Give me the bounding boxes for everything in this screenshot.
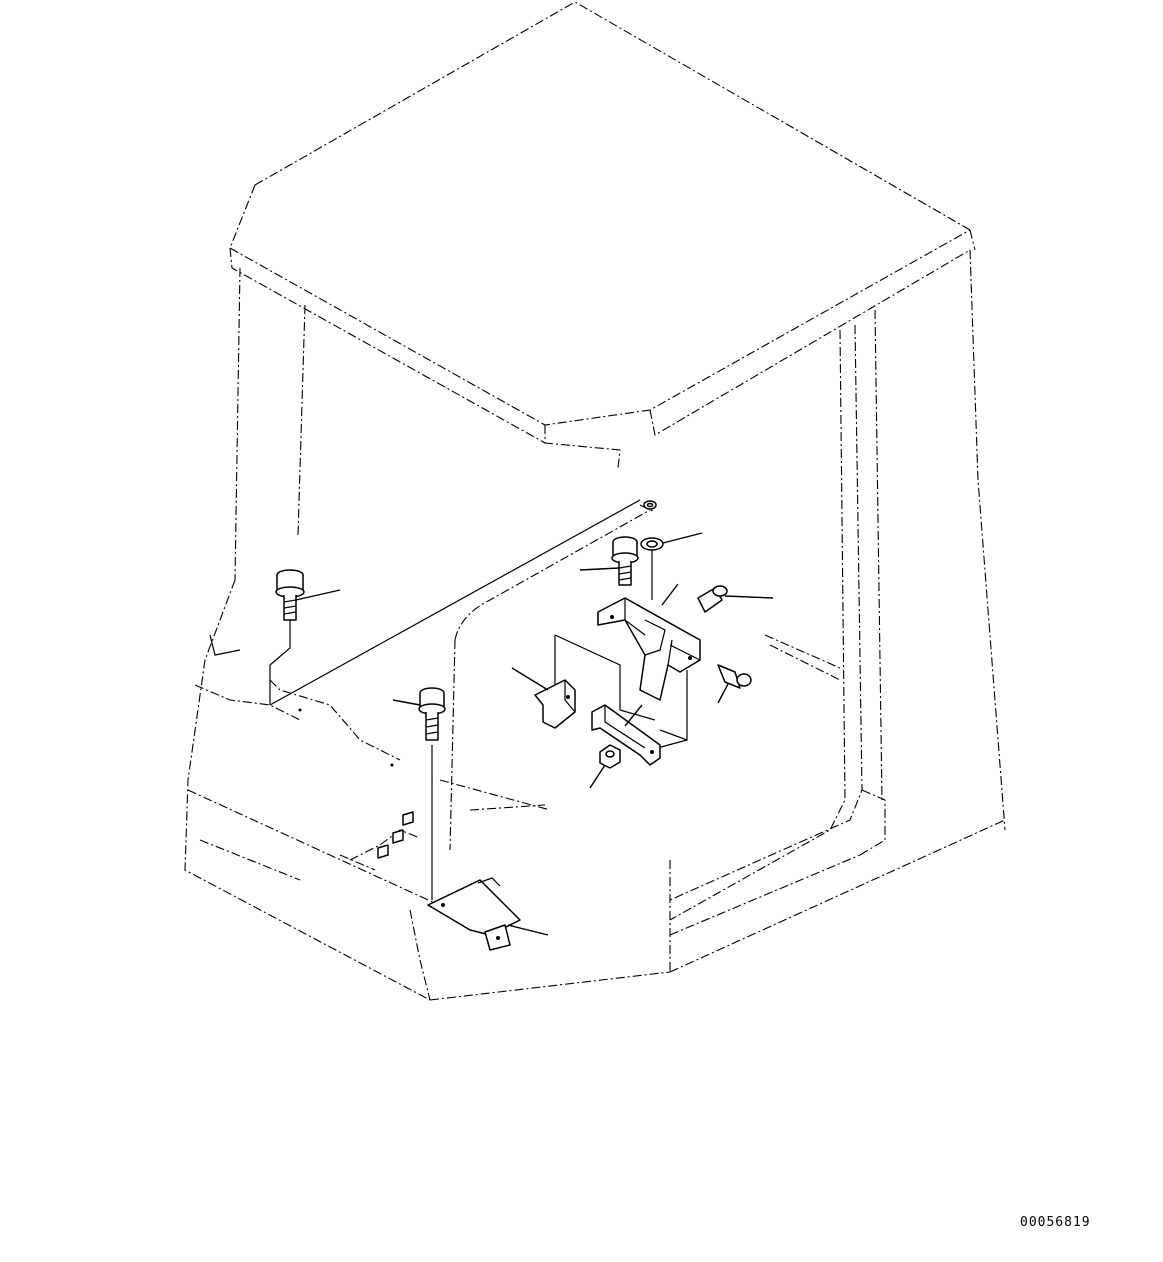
floor-plate	[427, 877, 521, 951]
cab-outline	[184, 1, 1006, 1001]
small-bracket	[534, 679, 576, 729]
washer-top	[640, 537, 664, 551]
leader-lines	[295, 532, 774, 936]
bolt-left	[275, 569, 305, 621]
washer-small	[643, 500, 657, 510]
nut	[599, 744, 621, 769]
bolt-lower-center	[418, 687, 446, 741]
console-details	[209, 634, 414, 859]
switch-upper	[697, 585, 728, 613]
main-bracket	[597, 597, 701, 701]
drawing-number: 00056819	[1020, 1215, 1091, 1230]
channel-bracket	[591, 704, 661, 766]
assembly-lines	[269, 499, 688, 900]
bolt-upper-center	[611, 536, 639, 586]
switch-lower	[717, 664, 752, 689]
